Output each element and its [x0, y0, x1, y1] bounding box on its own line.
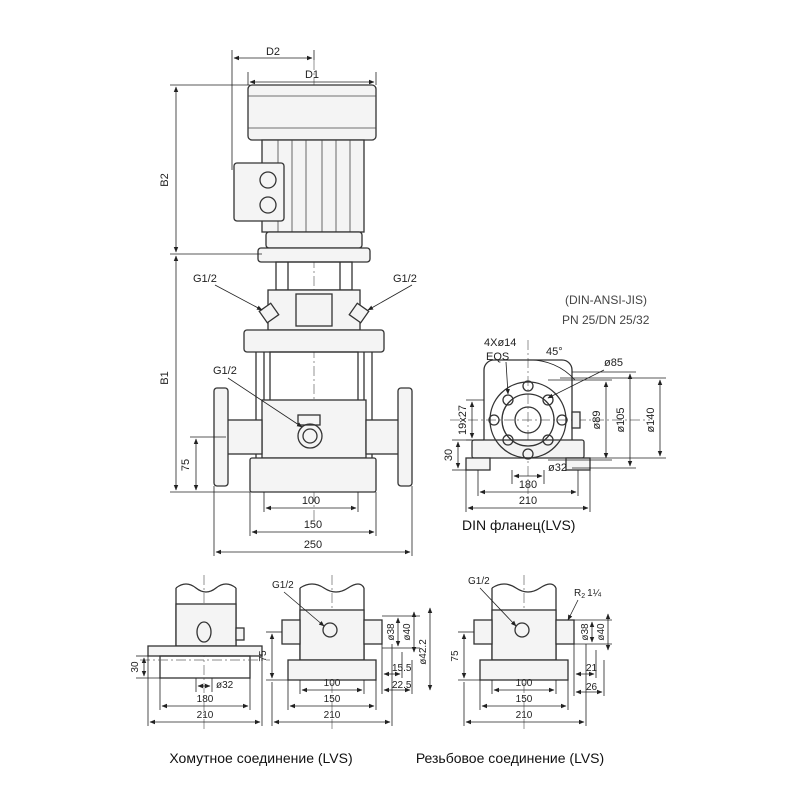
- thread-w210: 210: [516, 710, 533, 721]
- clamp-g12: G1/2: [272, 580, 294, 591]
- clamp-l155: 15.5: [392, 663, 412, 674]
- label-g12-bottom: G1/2: [213, 365, 237, 377]
- dim-100: 100: [302, 495, 320, 507]
- flange-d32: ø32: [548, 462, 567, 474]
- thread-d40: ø40: [596, 623, 607, 641]
- clamp-d32: ø32: [216, 680, 234, 691]
- flange-eqs: EQS: [486, 351, 509, 363]
- thread-l26: 26: [586, 682, 598, 693]
- flange-view: (DIN-ANSI-JIS) PN 25/DN 25/32 4Xø14 EQS …: [443, 293, 666, 533]
- clamp-h30: 30: [130, 661, 141, 673]
- flange-caption: DIN фланец(LVS): [462, 517, 575, 533]
- thread-rp-main: R: [574, 588, 581, 599]
- clamp-caption: Хомутное соединение (LVS): [169, 750, 352, 766]
- dim-b2: B2: [159, 173, 171, 186]
- thread-g12: G1/2: [468, 576, 490, 587]
- clamp-w100: 100: [324, 678, 341, 689]
- main-pump-view: D2 D1 B2 B1 75 G1/2 G1/2 G1/2 100: [159, 46, 417, 556]
- flange-bolts: 4Xø14: [484, 337, 516, 349]
- clamp-view: 30 ø32 180 210 G1/2 75: [130, 575, 433, 766]
- thread-rp-sub: 2: [581, 593, 585, 600]
- clamp-d38: ø38: [386, 623, 397, 641]
- clamp-d40: ø40: [402, 623, 413, 641]
- thread-w100: 100: [516, 678, 533, 689]
- dim-d2: D2: [266, 46, 280, 58]
- thread-d38: ø38: [580, 623, 591, 641]
- clamp-w210b: 210: [324, 710, 341, 721]
- flange-d105: ø105: [615, 407, 627, 432]
- label-g12-left: G1/2: [193, 273, 217, 285]
- clamp-w150: 150: [324, 694, 341, 705]
- clamp-w180: 180: [197, 694, 214, 705]
- clamp-w210: 210: [197, 710, 214, 721]
- flange-d85: ø85: [604, 357, 623, 369]
- thread-caption: Резьбовое соединение (LVS): [416, 750, 604, 766]
- flange-pn-dn: PN 25/DN 25/32: [562, 313, 650, 327]
- flange-d140: ø140: [645, 407, 657, 432]
- clamp-h75: 75: [258, 650, 269, 662]
- clamp-l225: 22.5: [392, 680, 412, 691]
- flange-standards: (DIN-ANSI-JIS): [565, 293, 647, 307]
- thread-w150: 150: [516, 694, 533, 705]
- coupling-lantern: [258, 261, 370, 331]
- thread-rp-size: 1¼: [587, 587, 602, 599]
- dim-150: 150: [304, 519, 322, 531]
- dim-b1: B1: [159, 371, 171, 384]
- flange-d89: ø89: [591, 411, 603, 430]
- dim-75: 75: [180, 459, 192, 471]
- motor: [233, 84, 377, 263]
- flange-slot: 19x27: [457, 405, 469, 435]
- dim-d1: D1: [305, 69, 319, 81]
- flange-h30: 30: [443, 449, 455, 461]
- thread-h75: 75: [450, 650, 461, 662]
- thread-l21: 21: [586, 663, 598, 674]
- flange-angle: 45°: [546, 346, 563, 358]
- dim-250: 250: [304, 539, 322, 551]
- clamp-d42: ø42.2: [418, 639, 429, 665]
- flange-w180: 180: [519, 479, 537, 491]
- label-g12-right: G1/2: [393, 273, 417, 285]
- flange-w210: 210: [519, 495, 537, 507]
